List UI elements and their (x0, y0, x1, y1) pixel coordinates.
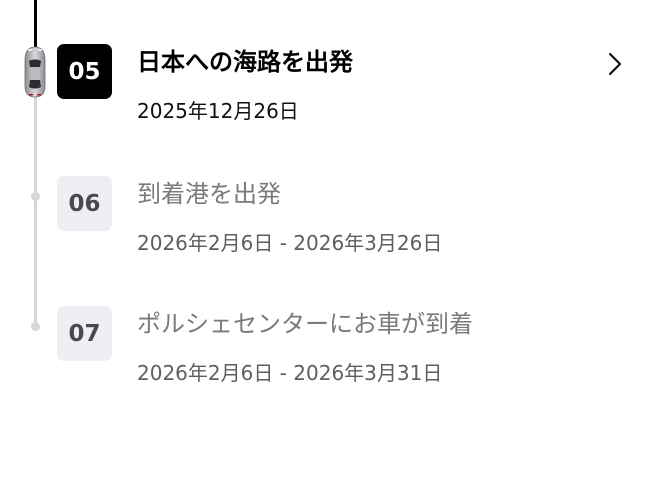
step-number-badge: 06 (57, 176, 112, 231)
step-title: ポルシェセンターにお車が到着 (137, 310, 473, 338)
timeline-track-upcoming (34, 96, 37, 328)
step-number-badge: 05 (57, 44, 112, 99)
car-icon (24, 46, 46, 98)
step-date: 2026年2月6日 - 2026年3月31日 (137, 361, 443, 385)
step-title: 到着港を出発 (137, 180, 281, 208)
timeline-dot (31, 192, 40, 201)
step-title: 日本への海路を出発 (137, 48, 353, 76)
chevron-right-icon[interactable] (606, 50, 624, 78)
step-date: 2025年12月26日 (137, 99, 299, 123)
step-date: 2026年2月6日 - 2026年3月26日 (137, 231, 443, 255)
timeline-dot (31, 322, 40, 331)
timeline-track-completed (34, 0, 37, 48)
step-number-badge: 07 (57, 306, 112, 361)
